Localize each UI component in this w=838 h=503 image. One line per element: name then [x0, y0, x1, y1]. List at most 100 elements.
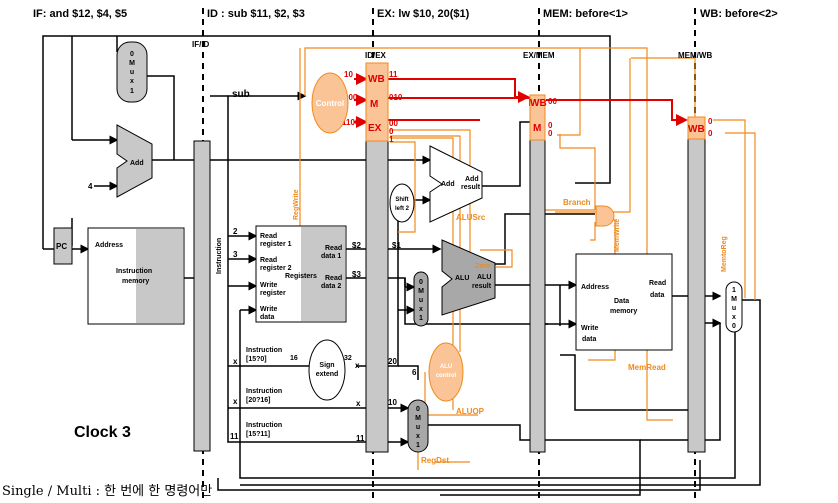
value-20: 20: [388, 357, 397, 366]
reg-write-b: register: [260, 290, 286, 297]
if-id-label: IF/ID: [192, 40, 210, 49]
alu-result-2: result: [472, 283, 492, 290]
dont-care-1: x: [233, 357, 238, 366]
imem-name-line1: Instruction: [116, 268, 152, 275]
exmem-wb-tag: WB: [530, 98, 547, 109]
pc-mux-m: M: [129, 60, 135, 67]
memread-label: MemRead: [628, 363, 666, 372]
alu-mux-u: u: [419, 297, 423, 304]
reg-rdata1-b: data 1: [321, 253, 341, 260]
stage-id-label: ID : sub $11, $2, $3: [207, 8, 305, 20]
constant-four: 4: [88, 182, 93, 191]
imem-address-label: Address: [95, 242, 123, 249]
reg-rdata2-b: data 2: [321, 283, 341, 290]
data-memory: [575, 253, 673, 351]
regdst-mux: [407, 399, 429, 453]
pc-register: [53, 227, 73, 265]
stage-ex-label: EX: lw $10, 20($1): [377, 8, 470, 20]
alu-control: [428, 342, 464, 402]
value-11-left: 11: [230, 432, 239, 441]
reg-s3-label: $3: [352, 270, 361, 279]
memtoreg-label: MemtoReg: [721, 236, 728, 272]
alu-result-1: ALU: [477, 274, 491, 281]
pc-label: PC: [56, 242, 67, 251]
idex-ex-tag: EX: [368, 123, 382, 134]
value-6: 6: [412, 368, 417, 377]
ctrl-m-value: 000: [344, 93, 358, 102]
reg-wdata-b: data: [260, 314, 275, 321]
value-10: 10: [388, 398, 397, 407]
idex-ex-out1: 00: [389, 119, 398, 128]
read-reg2-value: 3: [233, 250, 238, 259]
alu-control-line2: control: [436, 373, 457, 379]
active-control-bits: [354, 73, 688, 128]
id-ex-label: ID/EX: [365, 51, 387, 60]
branch-adder-res2: result: [461, 184, 481, 191]
shift-left-2: [389, 183, 415, 223]
reg-read2-b: register 2: [260, 265, 292, 272]
exmem-wb-out: 00: [548, 97, 557, 106]
reg-rdata1-a: Read: [325, 245, 342, 252]
idex-m-tag: M: [370, 99, 378, 110]
regdst-label: RegDst: [421, 456, 449, 465]
regwrite-label: RegWrite: [293, 189, 300, 220]
dont-care-2: x: [355, 361, 360, 370]
idex-ex-out3: 1: [389, 135, 394, 144]
instr-15-0-b: [15?0]: [246, 356, 267, 363]
control-unit-label: Control: [316, 99, 344, 108]
branch-adder-res1: Add: [465, 176, 479, 183]
clock-title: Clock 3: [74, 424, 131, 441]
alu-mux-1: 1: [419, 315, 423, 322]
regdst-mux-x: x: [416, 433, 420, 440]
memwb-wb-tag: WB: [688, 124, 705, 135]
pc-mux: [116, 41, 148, 103]
wb-mux-u: u: [732, 305, 736, 312]
footer-note: Single / Multi : 한 번에 한 명령어만: [2, 484, 213, 499]
memwb-wb-out1: 0: [708, 117, 713, 126]
value-11-right: 11: [356, 434, 365, 443]
sign-extend: [308, 339, 346, 401]
dont-care-3: x: [233, 397, 238, 406]
ex-mem-label: EX/MEM: [523, 51, 555, 60]
pc-adder: [116, 124, 153, 198]
pc-adder-label: Add: [130, 160, 144, 167]
control-wires: [299, 47, 756, 470]
dmem-address-label: Address: [581, 284, 609, 291]
regdst-mux-1: 1: [416, 442, 420, 449]
stage-wb-label: WB: before<2>: [700, 8, 778, 20]
data-wires: [42, 35, 761, 496]
registers-name: Registers: [285, 273, 317, 280]
reg-read2-a: Read: [260, 257, 277, 264]
instr-20-16-b: [20?16]: [246, 397, 271, 404]
ctrl-ex-value: 1100: [342, 118, 360, 127]
control-unit: [311, 72, 349, 134]
idex-ex-out2: 0: [389, 127, 394, 136]
if-id-register: [193, 140, 211, 452]
bits-32-label: 32: [344, 355, 352, 362]
idex-wb-out: 11: [389, 70, 398, 79]
exmem-m-out2: 0: [548, 129, 553, 138]
wb-mux-m: M: [731, 296, 737, 303]
reg-read1-b: register 1: [260, 241, 292, 248]
branch-adder-label: Add: [441, 181, 455, 188]
regdst-mux-0: 0: [416, 406, 420, 413]
reg-s1-label: $1: [392, 241, 401, 250]
ctrl-wb-value: 10: [344, 70, 353, 79]
imem-name-line2: memory: [122, 278, 149, 285]
instr-20-16-a: Instruction: [246, 388, 282, 395]
reg-s2-label: $2: [352, 241, 361, 250]
alu-mux-x: x: [419, 306, 423, 313]
sign-extend-line1: Sign: [319, 362, 334, 369]
wb-mux-x: x: [732, 314, 736, 321]
mem-wb-register: [687, 116, 706, 453]
ex-mem-register: [529, 94, 546, 453]
branch-label: Branch: [563, 198, 591, 207]
read-reg1-value: 2: [233, 227, 238, 236]
mem-wb-label: MEM/WB: [678, 51, 712, 60]
alu-src-mux: [413, 271, 429, 327]
wb-mux-0: 0: [732, 323, 736, 330]
reg-wdata-a: Write: [260, 306, 277, 313]
memwb-wb-out2: 0: [708, 129, 713, 138]
pc-mux-1: 1: [130, 88, 134, 95]
sub-opcode-label: sub: [232, 89, 250, 100]
